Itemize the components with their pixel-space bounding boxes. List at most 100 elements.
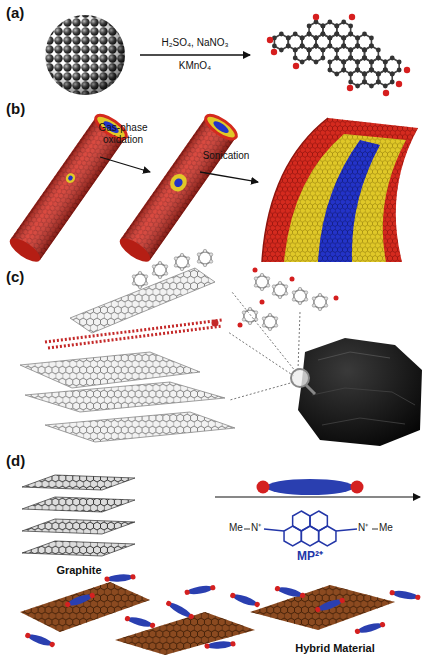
mp-molecule-model-ellipse <box>266 479 354 495</box>
graphene-quantum-dot-g-circle <box>271 49 277 55</box>
oxidized-nanotube-ellipse <box>167 171 190 195</box>
unzipped-nanotube-path <box>284 134 406 262</box>
fullerene-circle <box>45 15 125 95</box>
graphene-quantum-dot-g-circle <box>404 67 410 73</box>
hybrid-material-use <box>104 573 136 583</box>
hybrid-material-use <box>165 599 196 621</box>
hybrid-material-polygon <box>115 612 255 655</box>
coal-sample-polyline <box>318 352 390 360</box>
graphite-stack-polygon <box>22 541 135 556</box>
chem-label: N⁺ <box>358 522 368 534</box>
magnifier-circle <box>291 369 309 387</box>
oxidized-nanotube-ellipse <box>173 177 185 189</box>
graphite-stack-polygon <box>22 475 135 490</box>
reagent-label: H₂SO₄, NaNO₃ <box>138 37 252 49</box>
graphite-stack-polygon <box>22 497 135 512</box>
panel-label: (d) <box>6 452 25 469</box>
oxidized-nanotube-ellipse <box>202 111 240 143</box>
process-label: Sonication <box>196 150 256 162</box>
functional-molecules-use <box>312 293 328 310</box>
hybrid-material <box>20 573 421 655</box>
graphene-quantum-dot-g-circle <box>347 85 353 91</box>
hybrid-material-use <box>314 596 346 613</box>
chem-label: Me <box>229 522 243 534</box>
functional-molecules-g-circle <box>238 323 243 328</box>
mp-structure-use <box>284 526 301 546</box>
hybrid-material-use <box>389 589 421 602</box>
mp-molecule-model-circle <box>257 481 270 494</box>
chem-label: N⁺ <box>251 522 261 534</box>
functional-molecules-use <box>174 253 190 270</box>
fullerene-circle <box>45 15 125 95</box>
hybrid-material-polygon <box>20 582 150 632</box>
hybrid-material-use <box>124 614 156 629</box>
functional-molecules-g-circle <box>253 268 258 273</box>
unzipped-nanotube-path <box>318 140 380 262</box>
graphite-stack-polygon <box>22 519 135 534</box>
mp-structure-line <box>336 529 357 531</box>
magnifier-line <box>306 385 315 394</box>
coal-sample-polyline <box>312 388 415 405</box>
graphene-quantum-dot <box>267 14 410 96</box>
reagent-label: KMnO₄ <box>138 60 252 72</box>
leader-lines <box>228 292 300 400</box>
hybrid-material-polygon <box>115 612 255 655</box>
hybrid-material-use <box>184 584 216 597</box>
graphene-sheets-polygon <box>25 382 225 412</box>
nanotube-ellipse <box>6 234 44 266</box>
graphene-quantum-dot-use <box>307 44 326 65</box>
oxidized-nanotube-ellipse <box>116 234 154 266</box>
chem-label: Me <box>379 522 393 534</box>
hybrid-material-polygon <box>250 585 395 630</box>
graphite-stack-polygon <box>22 541 135 556</box>
panel-label: (c) <box>6 268 24 285</box>
functional-molecules-use <box>152 261 168 278</box>
functional-molecules-g-circle <box>290 277 295 282</box>
fullerene <box>45 15 125 95</box>
functional-molecules-g-circle <box>260 300 265 305</box>
material-label: Graphite <box>38 564 120 577</box>
leader-lines-line <box>232 292 296 372</box>
unzipped-nanotube-path <box>284 134 406 262</box>
reaction-arrow <box>140 54 250 55</box>
functional-molecules-use <box>254 273 270 290</box>
mp-structure-line <box>244 529 250 530</box>
magnifier <box>291 369 315 394</box>
mp-molecule-model <box>257 479 364 495</box>
mp-molecule-model-circle <box>351 481 364 494</box>
unzipped-nanotube-path <box>262 118 418 262</box>
process-arrow <box>215 496 420 497</box>
graphite-stack-polygon <box>22 497 135 512</box>
hybrid-material-polygon <box>20 582 150 632</box>
material-label: Hybrid Material <box>270 642 400 655</box>
graphene-quantum-dot-g-circle <box>383 90 389 96</box>
functional-molecules-use <box>197 249 213 266</box>
hybrid-material-use <box>274 584 306 599</box>
functional-molecules <box>132 249 338 330</box>
panel-label: (b) <box>6 100 25 117</box>
graphite-stack <box>22 475 135 556</box>
nanotube-ellipse <box>64 171 77 184</box>
leader-lines-line <box>298 312 300 370</box>
graphene-quantum-dot-use <box>376 68 395 89</box>
functional-molecules-use <box>132 271 148 288</box>
hybrid-material-use <box>229 591 261 608</box>
mp-structure <box>244 511 378 546</box>
coal-sample <box>298 338 422 446</box>
graphene-quantum-dot-g-circle <box>267 37 273 43</box>
graphite-stack-polygon <box>22 519 135 534</box>
functional-molecules-g-circle <box>334 296 339 301</box>
hybrid-material-use <box>24 631 56 648</box>
graphene-quantum-dot-g-circle <box>349 14 355 20</box>
mp-structure-use <box>301 526 318 546</box>
panel-label: (a) <box>6 4 24 21</box>
mp-structure-line <box>264 529 284 531</box>
unzipped-nanotube-path <box>318 140 380 262</box>
hybrid-material-use <box>204 640 236 650</box>
graphite-stack-polygon <box>22 475 135 490</box>
graphene-quantum-dot-g <box>267 14 410 96</box>
graphene-quantum-dot-g-circle <box>293 63 299 69</box>
oxidized-nanotube-ellipse <box>212 119 231 135</box>
